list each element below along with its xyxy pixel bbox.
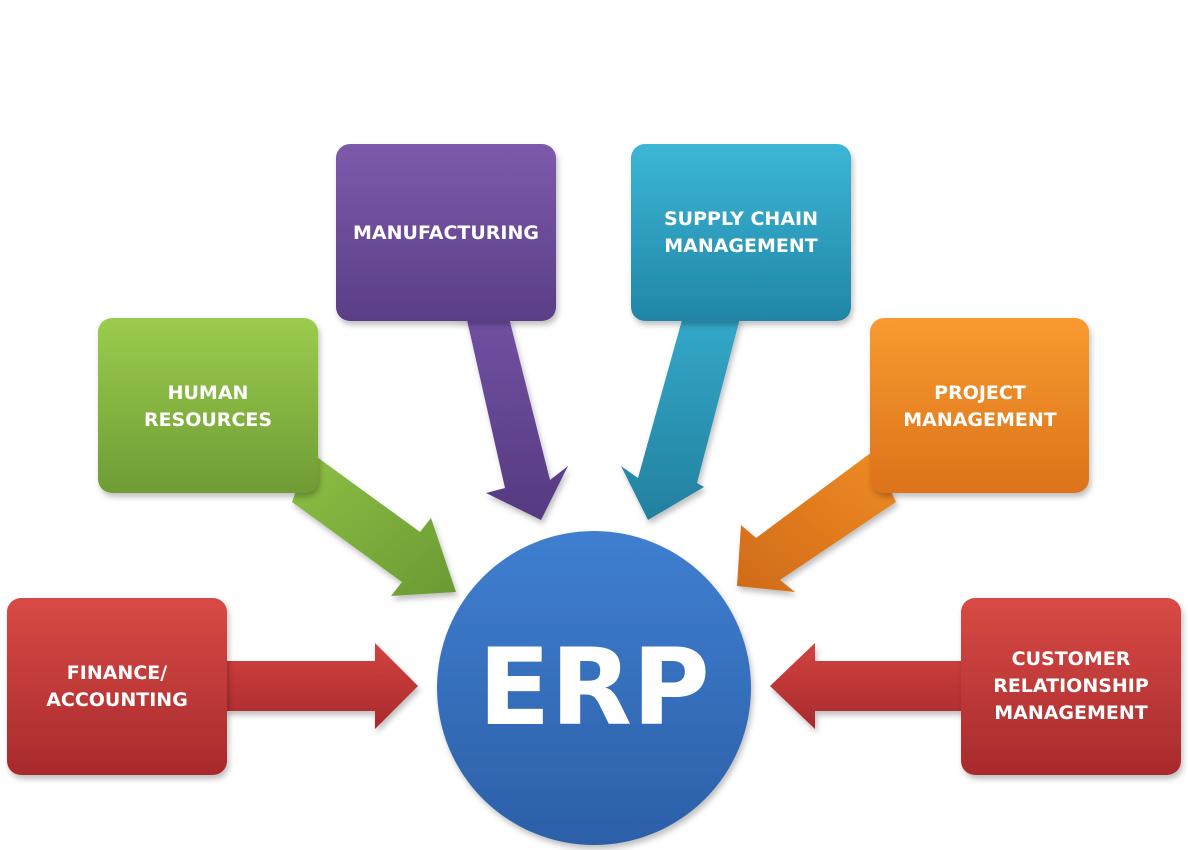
module-human-resources: HUMAN RESOURCES xyxy=(98,318,318,493)
manufacturing-arrow xyxy=(450,318,568,520)
supply-chain-label-line-1: SUPPLY CHAIN xyxy=(664,208,818,230)
supply-chain-label-line-2: MANAGEMENT xyxy=(664,235,818,257)
human-resources-arrow xyxy=(292,452,456,596)
crm-label-line-3: MANAGEMENT xyxy=(994,702,1148,724)
human-resources-label-line-1: HUMAN xyxy=(168,382,249,404)
module-finance: FINANCE/ACCOUNTING xyxy=(7,598,227,775)
project-management-arrow xyxy=(737,452,896,592)
project-management-label-line-2: MANAGEMENT xyxy=(903,409,1057,431)
erp-hub: ERP xyxy=(437,531,751,845)
human-resources-box xyxy=(98,318,318,493)
crm-label-line-1: CUSTOMER xyxy=(1012,648,1131,670)
supply-chain-box xyxy=(631,144,851,321)
project-management-box xyxy=(870,318,1089,493)
module-crm: CUSTOMER RELATIONSHIP MANAGEMENT xyxy=(961,598,1181,775)
module-project-management: PROJECT MANAGEMENT xyxy=(870,318,1089,493)
crm-label-line-2: RELATIONSHIP xyxy=(993,675,1149,697)
finance-arrow xyxy=(225,643,418,729)
project-management-label-line-1: PROJECT xyxy=(934,382,1026,404)
svg-text:MANUFACTURING: MANUFACTURING xyxy=(353,222,539,244)
human-resources-label-line-2: RESOURCES xyxy=(144,409,272,431)
supply-chain-arrow xyxy=(621,318,740,520)
svg-text:FINANCE/ACCOUNTING: FINANCE/ACCOUNTING xyxy=(46,662,188,711)
manufacturing-box xyxy=(336,144,556,321)
erp-hub-label: ERP xyxy=(478,626,710,749)
finance-label-line-1: FINANCE/ xyxy=(67,662,167,684)
finance-box xyxy=(7,598,227,775)
crm-box xyxy=(961,598,1181,775)
erp-hub-circle xyxy=(437,531,751,845)
module-manufacturing: MANUFACTURING xyxy=(336,144,556,321)
crm-arrow xyxy=(770,643,965,729)
module-supply-chain: SUPPLY CHAIN MANAGEMENT xyxy=(631,144,851,321)
manufacturing-label-line-1: MANUFACTURING xyxy=(353,222,539,244)
finance-label-line-2: ACCOUNTING xyxy=(46,689,188,711)
